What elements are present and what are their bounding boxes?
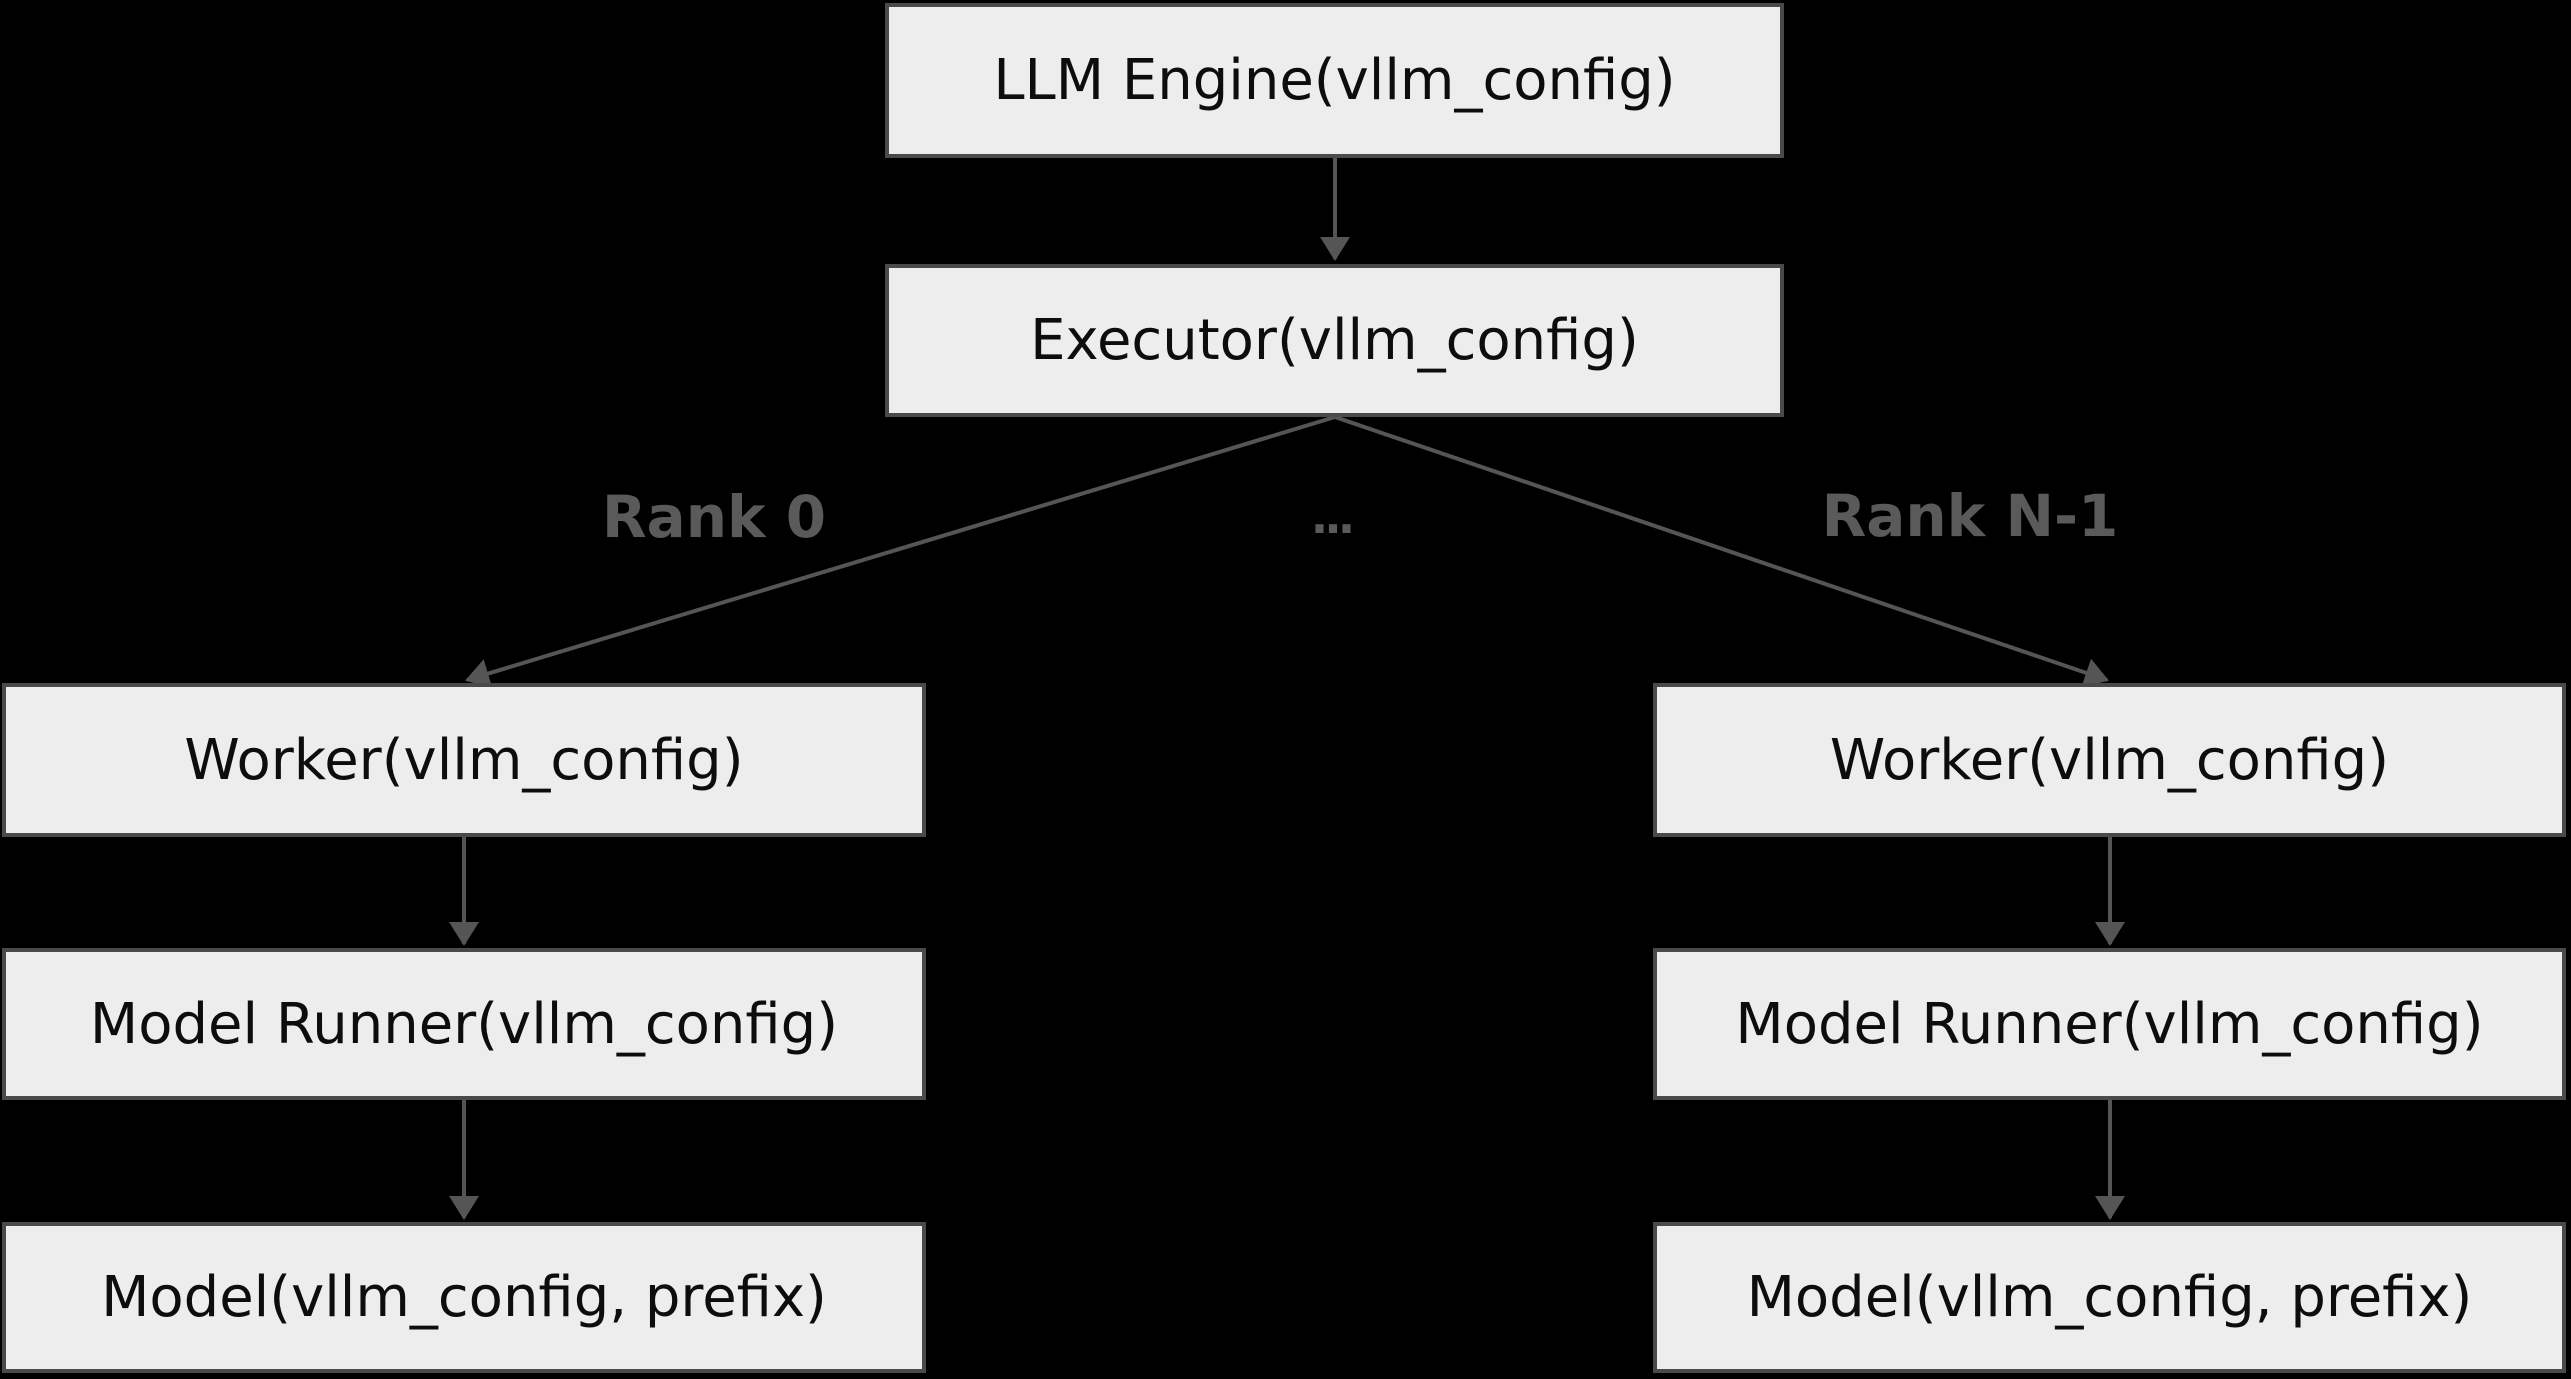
node-llm-engine-label: LLM Engine(vllm_config) [993, 48, 1676, 113]
node-model-left: Model(vllm_config, prefix) [2, 1222, 926, 1373]
node-model-runner-left-label: Model Runner(vllm_config) [89, 991, 839, 1057]
edge-label-rank-0: Rank 0 [601, 483, 827, 551]
node-model-runner-right: Model Runner(vllm_config) [1653, 948, 2566, 1100]
node-model-runner-right-label: Model Runner(vllm_config) [1735, 991, 2484, 1057]
node-worker-left: Worker(vllm_config) [2, 683, 926, 837]
node-model-right-label: Model(vllm_config, prefix) [1746, 1265, 2473, 1330]
edge-executor-to-worker-left [465, 415, 1336, 688]
node-model-left-label: Model(vllm_config, prefix) [101, 1265, 827, 1330]
node-worker-right: Worker(vllm_config) [1653, 683, 2566, 837]
edge-label-rank-n-1: Rank N-1 [1821, 482, 2119, 550]
edge-executor-to-worker-right [1334, 415, 2109, 688]
node-worker-left-label: Worker(vllm_config) [184, 727, 744, 793]
node-executor-label: Executor(vllm_config) [1030, 308, 1639, 373]
node-model-runner-left: Model Runner(vllm_config) [2, 948, 926, 1100]
node-executor: Executor(vllm_config) [885, 264, 1784, 417]
node-llm-engine: LLM Engine(vllm_config) [885, 3, 1784, 158]
node-worker-right-label: Worker(vllm_config) [1829, 727, 2390, 793]
node-model-right: Model(vllm_config, prefix) [1653, 1222, 2566, 1373]
edge-label-ellipsis: ... [1310, 490, 1355, 544]
